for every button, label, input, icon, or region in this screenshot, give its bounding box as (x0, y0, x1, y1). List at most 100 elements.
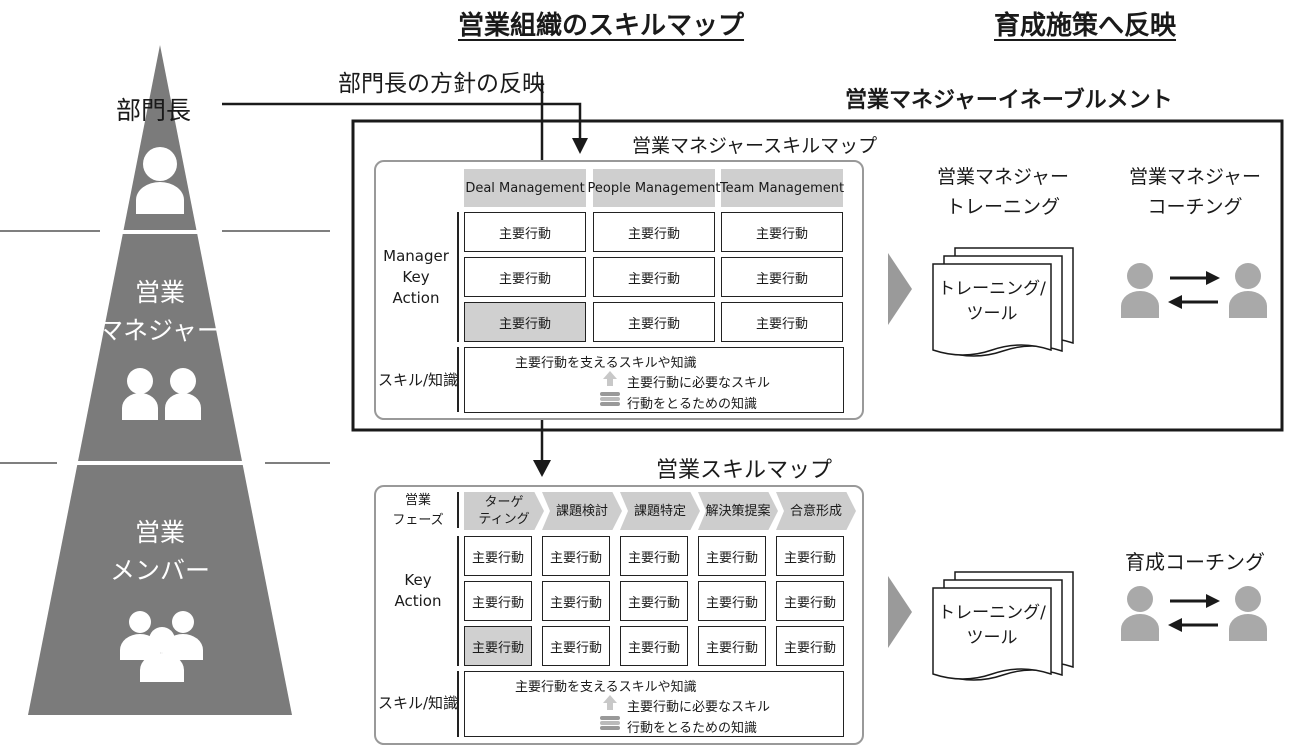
manager-tier-line1: 営業 (134, 278, 185, 307)
manager-coaching-title: 営業マネジャー コーチング (1120, 162, 1270, 222)
sales-action-cell: 主要行動 (464, 581, 532, 621)
manager-action-cell: 主要行動 (464, 257, 586, 297)
sales-action-cell-highlighted: 主要行動 (464, 626, 532, 666)
skill-line-main: 主要行動を支えるスキルや知識 (515, 680, 697, 695)
phase-step: 合意形成 (776, 492, 856, 530)
header-skill-map: 営業組織のスキルマップ (458, 11, 745, 41)
sales-skill-box: 主要行動を支えるスキルや知識 主要行動に必要なスキル 行動をとるための知識 (464, 671, 844, 737)
policy-arrowhead (572, 138, 588, 154)
side-label-line: Manager (383, 247, 449, 265)
exchange-arrows-icon-sales (1170, 599, 1218, 627)
member-tier-line1: 営業 (134, 518, 185, 547)
chevron-right-icon-manager (888, 253, 912, 325)
enablement-box (351, 119, 1284, 432)
manager-map-title: 営業マネジャースキルマップ (632, 135, 878, 157)
title-line: トレーニング (945, 196, 1060, 218)
phase-step-label: ティング (478, 512, 530, 527)
phase-step: 課題検討 (542, 492, 622, 530)
sales-phase-label: 営業 フェーズ (382, 491, 454, 531)
sales-action-cell: 主要行動 (776, 581, 844, 621)
sales-action-cell: 主要行動 (776, 536, 844, 576)
manager-training-title: 営業マネジャー トレーニング (935, 162, 1071, 222)
up-arrow-icon (603, 371, 617, 379)
dept-head-label: 部門長 (116, 96, 192, 125)
side-label-line: Action (394, 592, 442, 610)
manager-action-cell: 主要行動 (593, 212, 715, 252)
member-tier-line2: メンバー (109, 556, 210, 585)
phase-label-line: 営業 (404, 493, 431, 508)
manager-action-cell: 主要行動 (721, 212, 843, 252)
category-people-management: People Management (588, 169, 720, 207)
skill-line-knowledge: 行動をとるための知識 (627, 397, 758, 412)
chevron-right-icon-sales (888, 576, 912, 648)
manager-tier-label: 営業 マネジャー (60, 274, 260, 350)
manager-tier-line2: マネジャー (98, 316, 222, 345)
manager-key-action-label: Manager Key Action (378, 246, 454, 309)
sales-action-cell: 主要行動 (698, 536, 766, 576)
sales-action-cell: 主要行動 (698, 626, 766, 666)
sales-action-cell: 主要行動 (776, 626, 844, 666)
sales-action-cell: 主要行動 (620, 581, 688, 621)
skill-line-knowledge: 行動をとるための知識 (627, 721, 758, 736)
books-icon (600, 716, 620, 720)
title-line: 営業マネジャー (936, 166, 1070, 188)
phase-label-line: フェーズ (392, 513, 444, 528)
doc-line: トレーニング/ (938, 279, 1046, 299)
skill-line-skill: 主要行動に必要なスキル (627, 700, 771, 715)
phase-step: 解決策提案 (698, 492, 778, 530)
phase-step-label: 課題検討 (555, 503, 608, 519)
manager-action-cell: 主要行動 (593, 257, 715, 297)
coaching-people-icon-manager (1121, 263, 1267, 318)
sales-action-cell: 主要行動 (620, 626, 688, 666)
up-arrow-icon (603, 695, 617, 703)
side-label-line: Key (404, 571, 432, 589)
category-team-management: Team Management (720, 169, 844, 207)
document-stack-icon-manager (932, 247, 1074, 357)
doc-line: ツール (966, 628, 1018, 648)
phase-step-label: 課題特定 (633, 503, 686, 519)
down-arrowhead (533, 460, 551, 477)
sales-map-title: 営業スキルマップ (656, 458, 833, 483)
title-line: コーチング (1147, 196, 1243, 218)
sales-key-action-label: Key Action (382, 570, 454, 612)
group-people-icon (120, 611, 203, 682)
sales-skill-label: スキル/知識 (378, 694, 459, 712)
policy-label: 部門長の方針の反映 (338, 71, 545, 97)
policy-connector (222, 102, 582, 140)
exchange-arrows-icon-manager (1170, 276, 1218, 304)
pyramid (28, 45, 292, 715)
header-reflect: 育成施策へ反映 (994, 11, 1177, 41)
sales-action-cell: 主要行動 (542, 536, 610, 576)
manager-action-cell: 主要行動 (721, 257, 843, 297)
person-icon-dept-head (136, 147, 184, 214)
phase-step: 課題特定 (620, 492, 700, 530)
phase-step: ターゲティング (464, 492, 544, 530)
two-people-icon (122, 368, 201, 420)
sales-action-cell: 主要行動 (542, 581, 610, 621)
doc-line: ツール (966, 304, 1018, 324)
sales-action-cell: 主要行動 (620, 536, 688, 576)
phase-step-label: 解決策提案 (705, 503, 771, 519)
phase-step-label: ターゲ (484, 495, 524, 510)
manager-action-cell: 主要行動 (464, 212, 586, 252)
manager-action-cell: 主要行動 (721, 302, 843, 342)
manager-skill-label: スキル/知識 (378, 371, 459, 389)
side-label-line: Key (402, 268, 430, 286)
enablement-title: 営業マネジャーイネーブルメント (845, 88, 1173, 113)
sales-action-cell: 主要行動 (542, 626, 610, 666)
doc-line: トレーニング/ (938, 603, 1046, 623)
manager-skill-box: 主要行動を支えるスキルや知識 主要行動に必要なスキル 行動をとるための知識 (464, 347, 844, 413)
books-icon (600, 392, 620, 396)
coaching-people-icon-sales (1121, 586, 1267, 641)
phase-step-label: 合意形成 (789, 503, 842, 519)
manager-action-cell: 主要行動 (593, 302, 715, 342)
side-label-line: Action (392, 289, 440, 307)
manager-training-doc-label: トレーニング/ ツール (933, 277, 1051, 327)
title-line: 営業マネジャー (1128, 166, 1262, 188)
manager-action-cell-highlighted: 主要行動 (464, 302, 586, 342)
skill-line-main: 主要行動を支えるスキルや知識 (515, 356, 697, 371)
sales-action-cell: 主要行動 (698, 581, 766, 621)
sales-action-cell: 主要行動 (464, 536, 532, 576)
document-stack-icon-sales (932, 571, 1074, 681)
